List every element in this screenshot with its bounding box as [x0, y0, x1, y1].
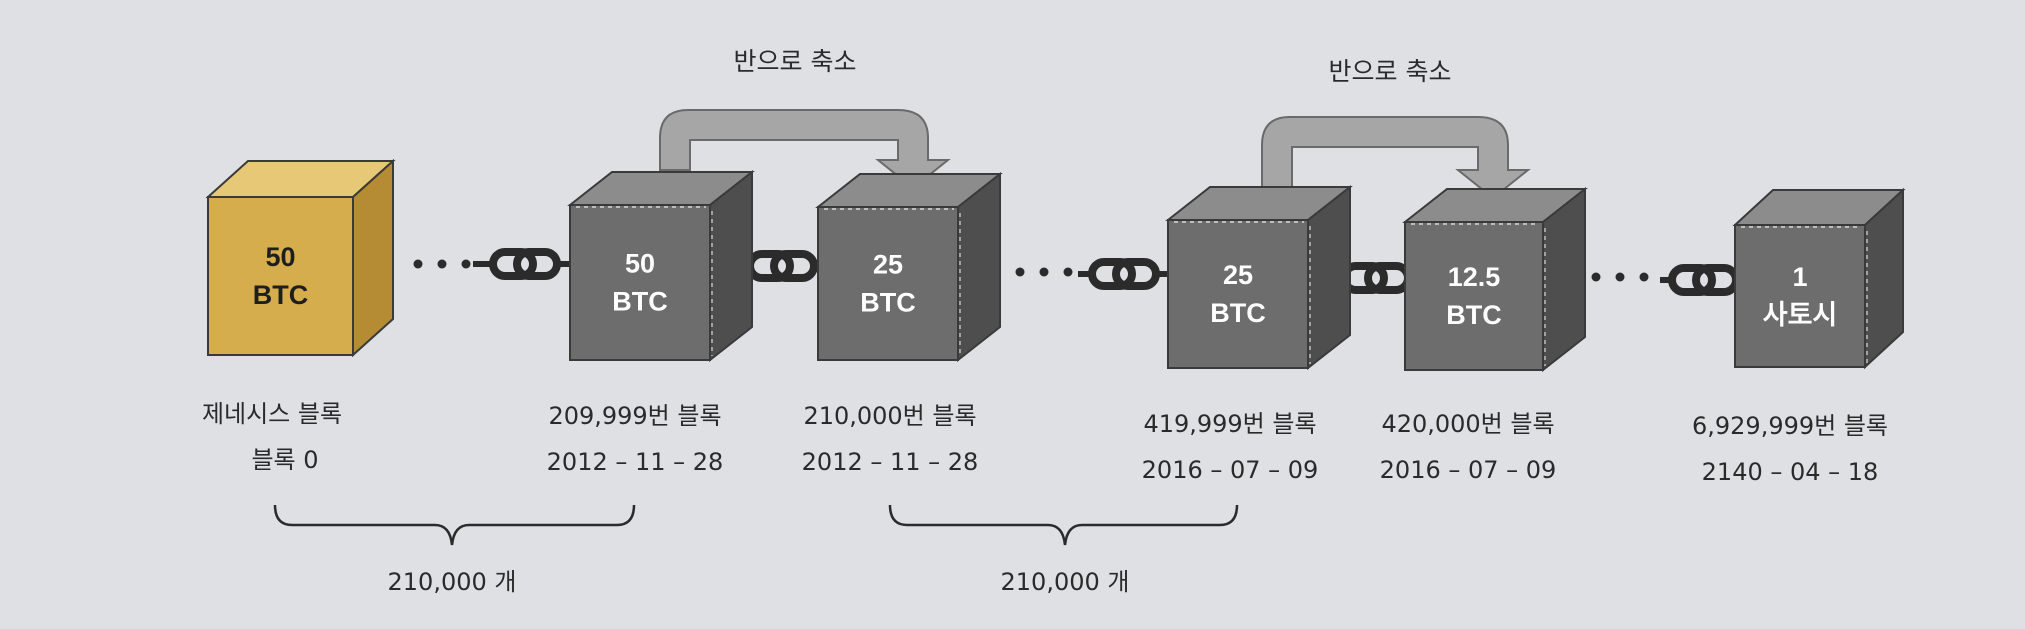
- cube-front-face: [1167, 219, 1309, 369]
- cube-unit: 사토시: [1763, 300, 1838, 330]
- curved-arrow-icon: [1261, 116, 1531, 200]
- ellipsis-dots-icon: [413, 259, 471, 269]
- cube-front-face: [1404, 221, 1544, 371]
- halving-label: 반으로 축소: [1329, 57, 1452, 86]
- block-caption-title: 6,929,999번 블록: [1692, 412, 1888, 440]
- cube-side-face: [709, 169, 753, 363]
- span-brace-2: 210,000 개: [888, 504, 1239, 596]
- cube-side-face: [1307, 184, 1351, 371]
- cube-unit: BTC: [612, 287, 668, 317]
- cube-value: 50: [625, 249, 655, 279]
- cube-value: 25: [1223, 260, 1253, 290]
- block-caption-title: 420,000번 블록: [1381, 410, 1554, 438]
- ellipsis-dots-icon: [1015, 267, 1073, 277]
- block-cube: 1 사토시: [1732, 187, 1906, 370]
- block-caption-title: 제네시스 블록: [202, 400, 342, 428]
- cube-unit: BTC: [1210, 298, 1266, 328]
- halving-arrow-2: 반으로 축소: [1261, 57, 1531, 200]
- cube-front-face: [1734, 224, 1866, 368]
- halving-arrow-1: 반으로 축소: [659, 47, 951, 190]
- ellipsis-dots-icon: [1591, 272, 1649, 282]
- block-caption-date: 2016 – 07 – 09: [1142, 456, 1319, 484]
- block-caption-title: 210,000번 블록: [803, 402, 976, 430]
- cube-front-face: [817, 206, 959, 361]
- cube-front-face: [207, 196, 354, 356]
- cube-side-face: [957, 171, 1001, 363]
- brace-icon: [273, 504, 636, 546]
- block-caption-1: 209,999번 블록 2012 – 11 – 28: [547, 402, 724, 476]
- block-caption-date: 2016 – 07 – 09: [1380, 456, 1557, 484]
- block-caption-date: 블록 0: [251, 446, 318, 474]
- block-caption-5: 6,929,999번 블록 2140 – 04 – 18: [1692, 412, 1888, 486]
- curved-arrow-icon: [659, 109, 951, 190]
- cube-unit: BTC: [1446, 300, 1502, 330]
- block-caption-date: 2012 – 11 – 28: [547, 448, 724, 476]
- cube-side-face: [1542, 186, 1586, 373]
- block-caption-title: 419,999번 블록: [1143, 410, 1316, 438]
- block-caption-0: 제네시스 블록 블록 0: [202, 400, 342, 474]
- cube-unit: BTC: [253, 280, 309, 310]
- cube-unit: BTC: [860, 288, 916, 318]
- span-brace-1: 210,000 개: [273, 504, 636, 596]
- block-caption-2: 210,000번 블록 2012 – 11 – 28: [802, 402, 979, 476]
- cube-value: 12.5: [1448, 262, 1501, 292]
- halving-label: 반으로 축소: [734, 47, 857, 76]
- block-caption-date: 2140 – 04 – 18: [1702, 458, 1879, 486]
- cube-front-face: [569, 204, 711, 361]
- block-caption-title: 209,999번 블록: [548, 402, 721, 430]
- chain-link-icon: [473, 248, 571, 280]
- block-caption-3: 419,999번 블록 2016 – 07 – 09: [1142, 410, 1319, 484]
- cube-value: 25: [873, 250, 903, 280]
- brace-icon: [888, 504, 1239, 546]
- block-caption-date: 2012 – 11 – 28: [802, 448, 979, 476]
- cube-value: 1: [1792, 262, 1807, 292]
- block-caption-4: 420,000번 블록 2016 – 07 – 09: [1380, 410, 1557, 484]
- span-label: 210,000 개: [1001, 568, 1130, 596]
- cube-value: 50: [265, 242, 295, 272]
- span-label: 210,000 개: [388, 568, 517, 596]
